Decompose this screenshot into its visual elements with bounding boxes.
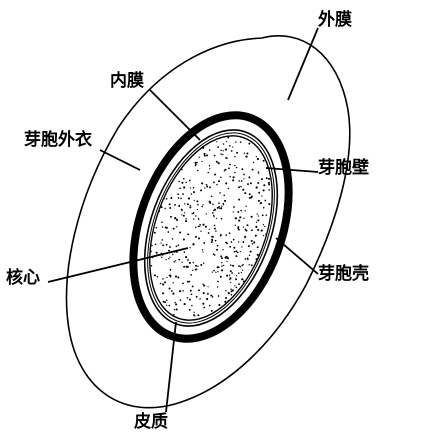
leader-exosporium: [100, 150, 140, 170]
leader-spore-coat: [276, 238, 318, 274]
label-spore-coat: 芽胞壳: [318, 266, 369, 283]
label-exosporium: 芽胞外衣: [24, 132, 92, 149]
label-inner-membrane: 内膜: [110, 73, 144, 90]
label-core: 核心: [6, 270, 40, 287]
label-outer-membrane: 外膜: [318, 12, 352, 29]
label-cortex: 皮质: [134, 414, 168, 431]
label-spore-wall: 芽胞壁: [318, 160, 369, 177]
leader-inner-membrane: [150, 90, 200, 140]
leader-outer-membrane: [288, 28, 318, 100]
